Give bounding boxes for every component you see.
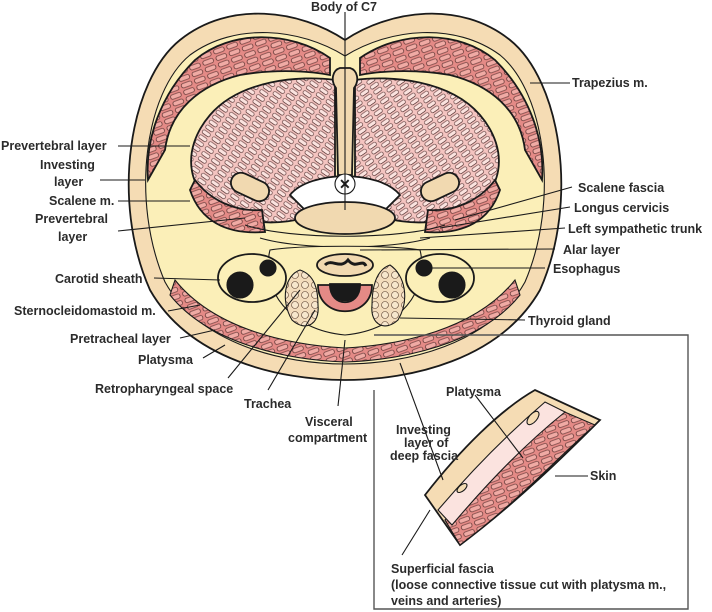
- inset-label-skin: Skin: [590, 469, 616, 483]
- label-investing-layer-line2: layer: [54, 175, 83, 189]
- label-investing-layer-line1: Investing: [40, 158, 95, 172]
- inset-border: [373, 334, 689, 610]
- scalene-muscle-right: [423, 178, 501, 234]
- label-retropharyngeal-space: Retropharyngeal space: [95, 382, 233, 396]
- thyroid-lobe-right: [371, 264, 406, 327]
- label-trachea: Trachea: [244, 397, 292, 411]
- label-prevertebral-layer: Prevertebral layer: [1, 139, 107, 153]
- esophagus: [316, 253, 374, 277]
- inset-label-superficial-fascia-line1: Superficial fascia: [391, 562, 495, 576]
- label-pretracheal-layer: Pretracheal layer: [70, 332, 171, 346]
- inset-vessel-1: [526, 410, 540, 426]
- label-thyroid-gland: Thyroid gland: [528, 314, 611, 328]
- thyroid-lobe-left: [284, 269, 319, 327]
- trachea-lumen: [329, 283, 361, 302]
- label-prevertebral-layer-2-line2: layer: [58, 230, 87, 244]
- label-esophagus: Esophagus: [553, 262, 620, 276]
- inset-label-investing-line1: Investing: [396, 423, 451, 437]
- label-scalene-fascia: Scalene fascia: [578, 181, 665, 195]
- labels: Body of C7 Trapezius m. Prevertebral lay…: [1, 0, 702, 608]
- trapezius-muscle-right: [359, 36, 544, 184]
- trapezius-muscle-left: [146, 36, 331, 184]
- transverse-process-left: [230, 171, 270, 203]
- inset-vessel-2: [456, 482, 468, 494]
- transverse-process-right: [420, 171, 460, 203]
- carotid-sheath-left: [217, 253, 287, 303]
- carotid-sheath-right: [405, 253, 475, 303]
- label-visceral-compartment-line2: compartment: [288, 431, 368, 445]
- inset-label-investing-line2: layer of: [404, 436, 449, 450]
- internal-jugular-vein-right: [438, 271, 466, 299]
- inset-skin-detail: [373, 334, 689, 610]
- scalene-muscle-left: [189, 178, 267, 234]
- leader-lines: [100, 12, 573, 407]
- label-carotid-sheath: Carotid sheath: [55, 272, 143, 286]
- esophagus-lumen: [323, 257, 368, 267]
- inset-label-investing-line3: deep fascia: [390, 449, 459, 463]
- label-longus-cervicis: Longus cervicis: [574, 201, 669, 215]
- inset-label-superficial-fascia-line3: veins and arteries): [391, 594, 501, 608]
- label-sternocleidomastoid: Sternocleidomastoid m.: [14, 304, 156, 318]
- label-body-c7: Body of C7: [311, 0, 377, 14]
- label-scalene-m: Scalene m.: [49, 194, 114, 208]
- inset-label-platysma: Platysma: [446, 385, 502, 399]
- label-alar-layer: Alar layer: [563, 243, 620, 257]
- label-prevertebral-layer-2-line1: Prevertebral: [35, 212, 108, 226]
- cross-section: ✕: [127, 12, 563, 381]
- carotid-artery-right: [415, 259, 433, 277]
- label-platysma: Platysma: [138, 353, 194, 367]
- label-visceral-compartment-line1: Visceral: [305, 415, 353, 429]
- trachea-cartilage: [317, 284, 373, 313]
- carotid-artery-left: [259, 259, 277, 277]
- inset-superficial-fascia: [437, 401, 567, 526]
- prevertebral-fascia: [244, 224, 446, 237]
- internal-jugular-vein-left: [226, 271, 254, 299]
- label-left-sympathetic-trunk: Left sympathetic trunk: [568, 222, 702, 236]
- label-trapezius: Trapezius m.: [572, 76, 648, 90]
- inset-label-superficial-fascia-line2: (loose connective tissue cut with platys…: [391, 578, 666, 592]
